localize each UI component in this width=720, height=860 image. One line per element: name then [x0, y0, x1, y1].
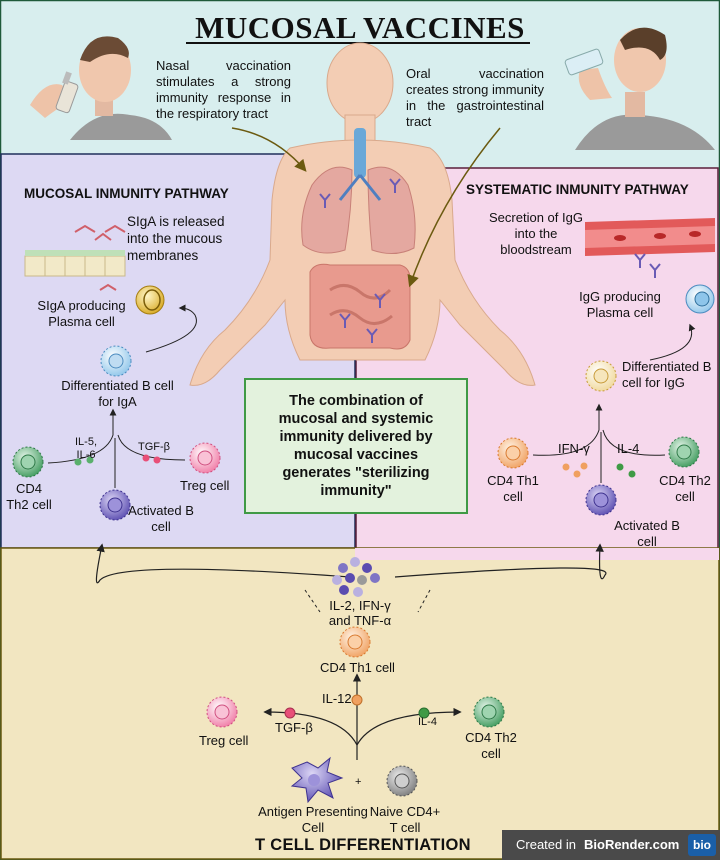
th1-label-right: CD4 Th1 cell	[487, 473, 539, 504]
oral-person	[564, 27, 715, 150]
plasma-cell-igg	[685, 284, 715, 314]
tcell-cytokines-label: IL-2, IFN-γ and TNF-α	[328, 598, 392, 628]
diff-b-igg-label: Differentiated B cell for IgG	[622, 359, 712, 390]
page-title: MUCOSAL VACCINES	[195, 10, 525, 45]
il4-label-right: IL-4	[617, 441, 640, 456]
naive-t-cell	[386, 765, 418, 797]
footer-brand[interactable]: BioRender.com	[584, 837, 680, 852]
oral-caption: Oral vaccination creates strong immunity…	[406, 66, 544, 129]
sterilizing-immunity-text: The combination of mucosal and systemic …	[278, 393, 434, 499]
ifn-label-right: IFN-γ	[558, 441, 590, 456]
biorender-logo	[688, 834, 716, 856]
th2-label-right: CD4 Th2 cell	[659, 473, 711, 504]
plus-sign: +	[355, 776, 362, 788]
footer-badge	[502, 830, 720, 860]
apc-label: Antigen Presenting Cell	[258, 804, 368, 835]
sIgA-molecules	[74, 224, 126, 291]
lungs	[301, 128, 416, 254]
ifn-dots-right	[562, 462, 588, 478]
intestines	[309, 263, 411, 350]
th2-label-left: CD4 Th2 cell	[6, 481, 52, 512]
siga-release-label: SIgA is released into the mucous membran…	[127, 214, 225, 263]
cd4-th1-center	[339, 626, 371, 658]
il12-label: IL-12	[322, 691, 352, 706]
cd4-th2-left	[12, 446, 44, 478]
cd4-th1-right	[497, 437, 529, 469]
th2-label-center: CD4 Th2 cell	[465, 730, 517, 761]
blood-vessel	[585, 218, 715, 256]
systemic-heading: SYSTEMATIC INMUNITY PATHWAY	[466, 182, 689, 197]
igg-plasma-label: IgG producing Plasma cell	[579, 289, 661, 320]
tgf-label-center: TGF-β	[275, 720, 313, 735]
il4-label-center: IL-4	[418, 716, 437, 728]
cd4-th2-right	[668, 436, 700, 468]
tgf-dots-left	[142, 454, 161, 464]
cd4-th2-center	[473, 696, 505, 728]
il-dots-left	[74, 456, 94, 466]
igg-secretion-label: Secretion of IgG into the bloodstream	[489, 210, 583, 257]
treg-label-center: Treg cell	[199, 733, 249, 748]
tcell-heading: T CELL DIFFERENTIATION	[255, 836, 471, 854]
th1-label-center: CD4 Th1 cell	[320, 660, 395, 675]
activated-b-label-left: Activated B cell	[128, 503, 194, 534]
siga-plasma-label: SIgA producing Plasma cell	[37, 298, 126, 329]
footer-created-in: Created in	[516, 837, 576, 852]
diff-b-iga-label: Differentiated B cell for IgA	[61, 378, 174, 409]
treg-label-left: Treg cell	[180, 478, 230, 493]
diff-b-cell-iga	[100, 345, 132, 377]
mucous-membrane	[24, 250, 126, 277]
cytokine-cluster	[332, 557, 380, 597]
activated-b-label-right: Activated B cell	[614, 518, 680, 549]
diff-b-cell-igg	[585, 360, 617, 392]
tgf-label-left: TGF-β	[138, 441, 170, 453]
nasal-caption: Nasal vaccination stimulates a strong im…	[156, 58, 291, 121]
treg-center	[206, 696, 238, 728]
il5-il6-label: IL-5, IL-6	[74, 436, 97, 461]
treg-left	[189, 442, 221, 474]
plasma-cell-iga	[135, 285, 165, 315]
il4-dots-right	[616, 463, 636, 478]
mucosal-heading: MUCOSAL INMUNITY PATHWAY	[24, 186, 229, 201]
naive-t-label: Naive CD4+ T cell	[369, 804, 441, 835]
footer-logo-text: bio	[693, 838, 711, 852]
activated-b-right	[585, 484, 617, 516]
igg-molecules	[634, 253, 661, 278]
activated-b-left	[99, 489, 131, 521]
antigen-presenting-cell	[290, 756, 344, 804]
nasal-person	[30, 36, 172, 140]
antibody-marks	[319, 178, 401, 343]
sterilizing-immunity-box: The combination of mucosal and systemic …	[244, 378, 468, 514]
